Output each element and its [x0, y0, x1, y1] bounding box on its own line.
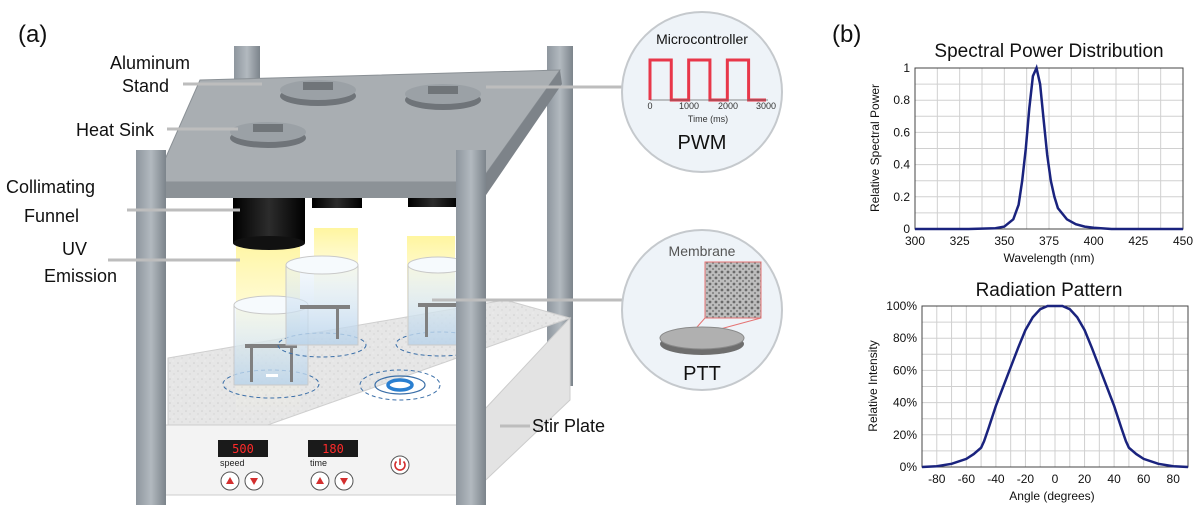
microcontroller-inset: Microcontroller 0 1000 2000 3000 Time (m… — [621, 11, 783, 173]
panel-a-label: (a) — [18, 21, 47, 48]
time-label: time — [310, 458, 327, 468]
chart-ticks: 300 325 350 375 400 425 450 0 0.2 0.4 0.6 0.8 1 — [893, 61, 1193, 248]
uv-reactor-illustration: 500 speed 180 time — [136, 46, 573, 505]
chart-grid — [914, 67, 1184, 230]
pwm-signal — [648, 58, 766, 102]
triangle-down-icon — [340, 478, 348, 485]
chart-title: Radiation Pattern — [976, 280, 1123, 301]
uv-label-line1: UV — [62, 239, 87, 259]
triangle-up-icon — [226, 477, 234, 484]
time-display — [308, 440, 358, 457]
uv-label-line2: Emission — [44, 266, 117, 286]
callouts: Aluminum Stand Heat Sink Collimating Fun… — [6, 53, 625, 436]
x-tick-label: 20 — [1078, 472, 1092, 486]
triangle-down-icon — [250, 478, 258, 485]
plot-frame — [914, 67, 1184, 230]
y-tick-label: 0.2 — [893, 190, 910, 204]
y-axis-label: Relative Spectral Power — [868, 84, 882, 212]
empty-stir-position — [359, 369, 441, 401]
radiation-pattern-series — [921, 304, 1189, 469]
funnel-rim — [233, 236, 305, 250]
heat-sink-label: Heat Sink — [76, 120, 155, 140]
membrane-title: Membrane — [669, 243, 736, 259]
aluminum-plate-side — [480, 70, 562, 198]
speed-label: speed — [220, 458, 245, 468]
x-tick-label: 40 — [1107, 472, 1121, 486]
y-axis-label: Relative Intensity — [866, 340, 880, 431]
x-axis-label: Wavelength (nm) — [1004, 251, 1095, 265]
front-right-pillar — [456, 150, 486, 505]
pwm-tick: 1000 — [679, 101, 699, 111]
triangle-up-icon — [316, 477, 324, 484]
aluminum-plate-edge — [155, 182, 480, 198]
panel-b-label: (b) — [832, 21, 861, 48]
x-tick-label: 80 — [1167, 472, 1181, 486]
y-tick-label: 0.8 — [893, 93, 910, 107]
x-tick-label: 425 — [1128, 234, 1148, 248]
x-tick-label: 300 — [905, 234, 925, 248]
x-tick-label: 375 — [1039, 234, 1059, 248]
x-tick-label: 450 — [1173, 234, 1193, 248]
funnel-label-line1: Collimating — [6, 177, 95, 197]
y-tick-label: 0 — [903, 222, 910, 236]
funnel-label-line2: Funnel — [24, 206, 79, 226]
y-tick-label: 0.6 — [893, 125, 910, 139]
radiation-pattern-chart: Radiation Pattern -80 -60 -40 -20 0 20 40 60 80 0… — [866, 280, 1189, 503]
stir-plate-label: Stir Plate — [532, 416, 605, 436]
x-tick-label: 60 — [1137, 472, 1151, 486]
spectral-power-chart: Spectral Power Distribution 300 325 350 375… — [868, 41, 1193, 265]
x-tick-label: -80 — [928, 472, 946, 486]
chart-title: Spectral Power Distribution — [934, 41, 1163, 62]
heat-sink-3 — [230, 122, 306, 148]
time-value: 180 — [322, 442, 344, 456]
spectral-power-series — [915, 64, 1183, 231]
microcontroller-title: Microcontroller — [656, 31, 748, 47]
x-tick-label: 0 — [1052, 472, 1059, 486]
x-tick-label: 350 — [994, 234, 1014, 248]
pwm-tick: 0 — [647, 101, 652, 111]
pwm-xlabel: Time (ms) — [688, 114, 728, 124]
heat-sink-2 — [405, 84, 481, 110]
y-tick-label: 1 — [903, 61, 910, 75]
ptt-disc — [659, 326, 745, 350]
x-tick-label: 400 — [1084, 234, 1104, 248]
y-tick-label: 100% — [886, 299, 917, 313]
aluminum-label-line2: Stand — [122, 76, 169, 96]
y-tick-label: 60% — [893, 363, 917, 377]
ptt-caption: PTT — [683, 363, 721, 385]
pwm-caption: PWM — [678, 132, 727, 154]
pwm-tick: 3000 — [756, 101, 776, 111]
y-tick-label: 0.4 — [893, 158, 910, 172]
y-tick-label: 40% — [893, 396, 917, 410]
speed-value: 500 — [232, 442, 254, 456]
power-icon — [394, 460, 406, 471]
x-tick-label: -40 — [987, 472, 1005, 486]
y-tick-label: 0% — [900, 460, 918, 474]
membrane-inset: Membrane PTT — [621, 229, 783, 391]
x-axis-label: Angle (degrees) — [1009, 489, 1094, 503]
inset-circle — [621, 11, 783, 173]
x-tick-label: -20 — [1017, 472, 1035, 486]
chart-grid — [921, 305, 1189, 468]
pwm-tick: 2000 — [718, 101, 738, 111]
x-tick-label: -60 — [958, 472, 976, 486]
speed-display — [218, 440, 268, 457]
membrane-micrograph — [704, 261, 762, 319]
front-left-pillar — [136, 150, 166, 505]
heat-sink-1 — [280, 80, 356, 106]
y-tick-label: 20% — [893, 428, 917, 442]
aluminum-label-line1: Aluminum — [110, 53, 190, 73]
y-tick-label: 80% — [893, 331, 917, 345]
stir-plate-controls: 500 speed 180 time — [218, 440, 410, 491]
beaker-back-left — [277, 255, 367, 358]
chart-ticks: -80 -60 -40 -20 0 20 40 60 80 0% 20% 40% 60% 80% 100% — [886, 299, 1180, 486]
x-tick-label: 325 — [950, 234, 970, 248]
